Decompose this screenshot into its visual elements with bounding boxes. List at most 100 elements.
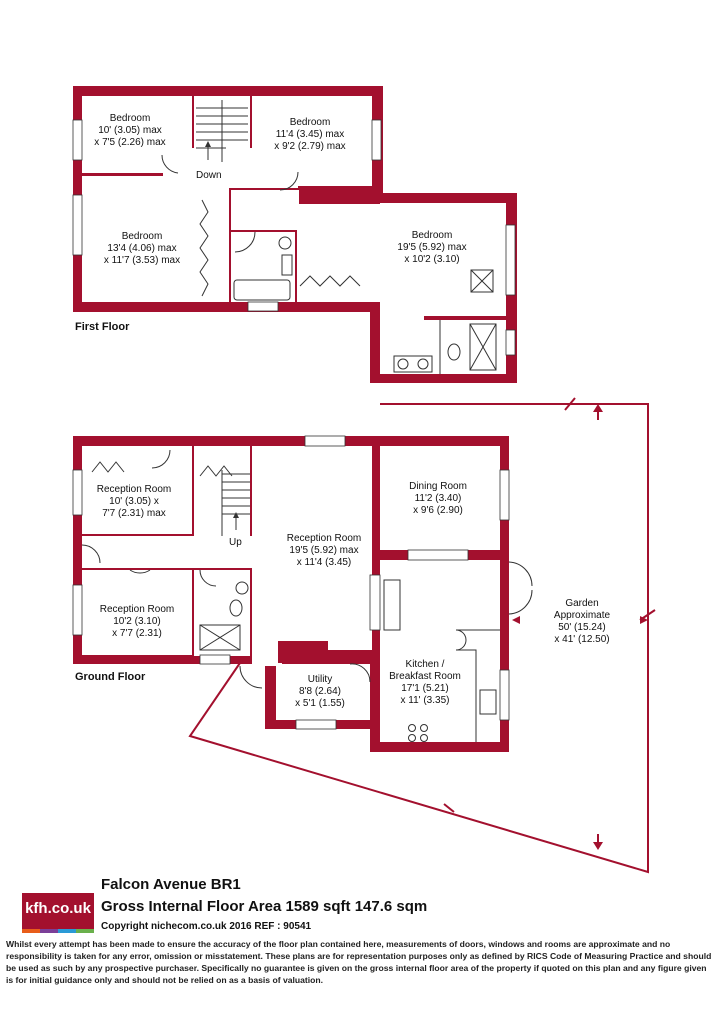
logo-stripe [22, 929, 40, 933]
sink [417, 358, 429, 370]
window [371, 119, 382, 161]
room-reception-2 [252, 446, 372, 650]
wardrobe [299, 275, 361, 287]
window [72, 119, 83, 161]
room-dims: 8'8 (2.64)x 5'1 (1.55) [295, 686, 345, 709]
garden-boundary [188, 403, 649, 874]
garden-label: Garden [565, 598, 598, 609]
room-dining [380, 446, 500, 550]
room-corridor [297, 204, 380, 302]
room-dims: 10'2 (3.10)x 7'7 (2.31) [112, 616, 162, 639]
room-label: Bedroom [412, 230, 453, 241]
stairs-label: Up [229, 537, 242, 548]
door-swing [151, 449, 171, 469]
wardrobe [91, 461, 125, 473]
bath [233, 279, 291, 301]
room-label: Bedroom [122, 231, 163, 242]
room-hall [82, 536, 252, 568]
door-swing [129, 569, 151, 574]
door-swing [349, 663, 371, 683]
sink [479, 689, 497, 715]
stairs-label: Down [196, 170, 222, 181]
shower-tray [199, 624, 241, 651]
window [499, 469, 510, 521]
room-label: Bedroom [290, 117, 331, 128]
room-label: Reception Room [97, 484, 171, 495]
gross-internal-area: Gross Internal Floor Area 1589 sqft 147.… [101, 898, 428, 915]
room-landing-2 [231, 190, 299, 230]
room-label: Reception Room [100, 604, 174, 615]
door-swing [161, 154, 179, 174]
patio-doors [508, 561, 533, 615]
logo-color-bar [22, 929, 94, 933]
logo-stripe [76, 929, 94, 933]
logo-stripe [58, 929, 76, 933]
room-label: Bedroom [110, 113, 151, 124]
room-reception-3 [82, 570, 192, 655]
window [247, 301, 279, 312]
toilet [229, 599, 243, 617]
room-landing [163, 148, 298, 188]
stairs-first-floor [196, 100, 248, 162]
fireplace [383, 579, 401, 631]
window [407, 549, 469, 561]
vanity [393, 355, 433, 373]
logo-stripe [40, 929, 58, 933]
door-swing [234, 231, 256, 253]
door-swing [279, 171, 299, 191]
room-kitchen [380, 560, 500, 742]
room-bathroom [231, 232, 295, 302]
toilet [281, 254, 293, 276]
toilet [447, 343, 461, 361]
window [72, 469, 83, 516]
wardrobe [199, 199, 209, 297]
window [295, 719, 337, 730]
room-dims: 11'2 (3.40)x 9'6 (2.90) [413, 493, 463, 516]
door-swing [81, 544, 101, 564]
window [72, 194, 83, 256]
room-bedroom-3 [82, 176, 229, 302]
logo-text: kfh.co.uk [25, 900, 91, 917]
room-label: Reception Room [287, 533, 361, 544]
room-label: Utility [308, 674, 332, 685]
room-reception-1 [82, 446, 192, 534]
window [505, 224, 516, 296]
kitchen-counter [455, 629, 500, 742]
shower-tray [469, 323, 497, 371]
room-utility [276, 664, 370, 720]
sink [397, 358, 409, 370]
stairs-ground-floor [199, 465, 250, 536]
shower [470, 269, 494, 293]
room-label: Kitchen / [406, 659, 445, 670]
door-swing [239, 665, 263, 689]
window [369, 574, 381, 631]
window [199, 654, 231, 665]
floor-label-first: First Floor [75, 321, 130, 333]
basin [278, 236, 292, 250]
window [304, 435, 346, 447]
room-bedroom-4 [380, 203, 506, 374]
copyright: Copyright nichecom.co.uk 2016 REF : 9054… [101, 921, 312, 932]
property-address: Falcon Avenue BR1 [101, 876, 241, 893]
floor-label-ground: Ground Floor [75, 671, 146, 683]
room-label: Dining Room [409, 481, 467, 492]
door-swing [199, 569, 217, 587]
room-shower-room [194, 570, 250, 656]
kfh-logo: kfh.co.uk [22, 893, 94, 933]
disclaimer: Whilst every attempt has been made to en… [6, 939, 712, 985]
window [72, 584, 83, 636]
room-utility-entry [252, 650, 282, 666]
basin [235, 581, 249, 595]
window [499, 669, 510, 721]
